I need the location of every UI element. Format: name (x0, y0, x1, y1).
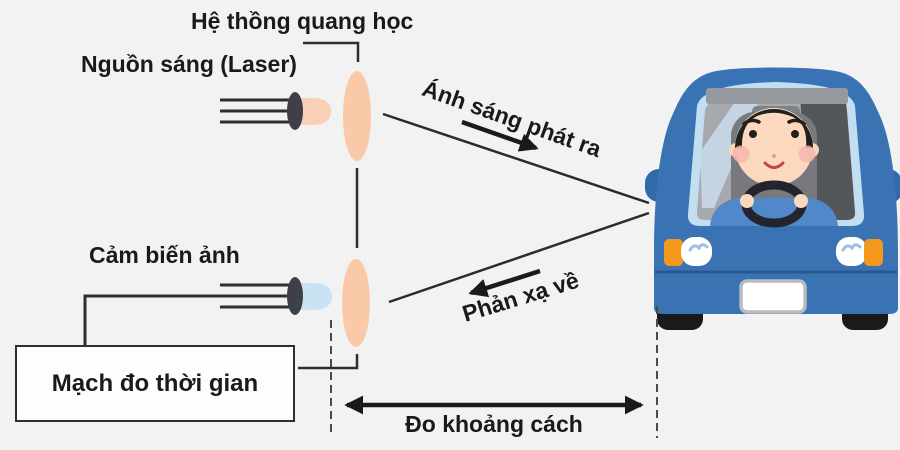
image-sensor-label: Cảm biến ảnh (89, 242, 240, 268)
license-plate (739, 279, 807, 314)
right-headlight-glint (841, 243, 862, 252)
laser-diode-leads (220, 98, 296, 124)
photodiode-leads (220, 283, 296, 309)
timing-circuit-box: Mạch đo thời gian (15, 345, 295, 422)
driver-right-eye (791, 130, 799, 138)
optical-system-label: Hệ thồng quang học (191, 8, 414, 34)
driver-left-hand (740, 194, 754, 208)
photodiode-icon (220, 277, 332, 315)
driver-right-eyebrow (787, 118, 806, 126)
timing-circuit-wire (83, 294, 220, 345)
driver-nose (772, 154, 776, 158)
left-headlight (681, 237, 712, 266)
optical-system-bracket-top (303, 41, 360, 62)
driver-right-hand (794, 194, 808, 208)
receiver-lens-icon (342, 259, 370, 347)
driver (710, 108, 838, 228)
left-headlight-glint (688, 243, 709, 252)
right-headlight (836, 237, 867, 266)
emitted-ray-line (382, 112, 650, 205)
left-headlight-indicator (664, 239, 683, 266)
right-headlight-indicator (864, 239, 883, 266)
optical-system-bracket-bottom (298, 354, 359, 370)
laser-diode-cap (287, 92, 303, 130)
reflected-light-arrow (468, 268, 541, 298)
driver-face (735, 108, 813, 186)
photodiode-glow (293, 283, 332, 310)
timing-circuit-label: Mạch đo thời gian (51, 369, 259, 397)
emitter-lens-icon (343, 71, 371, 161)
emitted-light-arrow (461, 119, 539, 152)
distance-label: Đo khoảng cách (405, 411, 583, 437)
driver-mouth (763, 161, 785, 169)
driver-left-eyebrow (742, 118, 761, 126)
driver-left-eye (749, 130, 757, 138)
reflected-ray-line (388, 211, 650, 304)
driver-left-blush (732, 145, 750, 163)
driver-right-blush (798, 145, 816, 163)
photodiode-cap (287, 277, 303, 315)
car-sun-visor (706, 88, 848, 104)
car-front-illustration (645, 67, 900, 330)
laser-diode-icon (220, 92, 331, 130)
light-source-label: Nguồn sáng (Laser) (81, 51, 297, 77)
